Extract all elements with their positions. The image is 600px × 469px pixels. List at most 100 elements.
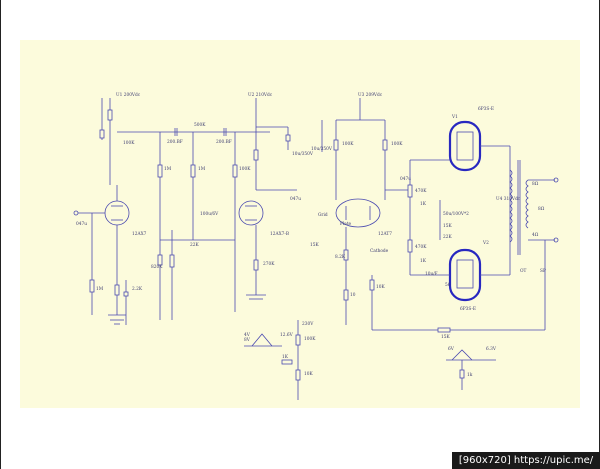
schematic-drawing: U1 200Vdc 100K 12AX7 047u 1M [73, 93, 559, 400]
tube3-label: 12AT7 [378, 232, 392, 237]
tube2-label: 12AX7-B [270, 232, 289, 237]
r-nfb [437, 327, 451, 333]
grid-label: Grid [318, 213, 328, 218]
reg2-1k: 1k [467, 373, 473, 378]
c-047-c: 047u [400, 177, 411, 182]
transformer-secondary [525, 179, 529, 229]
watermark-bar: [960x720] https://upic.me/ [452, 452, 600, 469]
c-50u: 50u/100V*2 [443, 212, 469, 217]
tube1-label: 12AX7 [132, 232, 147, 237]
reg-r-1k: 1K [282, 355, 289, 360]
watermark-size: [960x720] [458, 455, 511, 466]
r-820k: 820K [151, 265, 163, 270]
reg-8v: 8V [244, 338, 251, 343]
c-10u-b: 10u/F [425, 272, 438, 277]
pwr-tube-a-label: 6P3S-E [478, 107, 494, 112]
r-tail-b [343, 289, 349, 301]
spk-8: 8Ω [538, 207, 545, 212]
stage1: U1 200Vdc 100K 12AX7 047u 1M [73, 93, 147, 325]
u1-label: U1 200Vdc [116, 93, 141, 98]
c-couple-a: 200.BF [167, 140, 183, 145]
tone-network: 200.BF 200.BF 500K 1M 820K 1M 100u/6V [117, 123, 270, 320]
nfb-r: 15K [441, 335, 450, 340]
r-divider-3 [169, 254, 175, 268]
tube-1 [104, 200, 130, 226]
r-plate3b [382, 139, 388, 151]
resistor-plate1 [107, 109, 113, 121]
resistor-plate2 [253, 149, 259, 161]
r-1k-b: 1K [420, 259, 427, 264]
output-stage: 6P3S-E V1 V2 6P3S-E 1K 1K 50u/100V*2 15K… [371, 107, 559, 340]
input-jack[interactable] [73, 210, 79, 216]
pwr-tube-b-label: 6P3S-E [460, 307, 476, 312]
ot-label: OT [520, 269, 527, 274]
c-047-b: 047u [290, 197, 301, 202]
reg-r-1 [295, 334, 301, 346]
reg-r-3 [295, 369, 301, 381]
sp-label: SP [540, 269, 546, 274]
reg-230v: 230V [302, 322, 314, 327]
u4-label: U4 310Vdc [496, 197, 521, 202]
regulator-2: 6V 6.3V 1k [446, 347, 497, 390]
reg2-6v: 6V [448, 347, 455, 352]
reg-r-10k: 10K [304, 372, 313, 377]
plate-label: Plate [340, 222, 352, 227]
reg-r-100k: 100K [304, 337, 316, 342]
reg-2-body [451, 349, 473, 361]
r-divider-1 [157, 164, 163, 178]
r-divider-4 [190, 164, 196, 178]
c-10u-a: 10u/350V [311, 147, 333, 152]
tube-2 [238, 200, 264, 226]
transformer-primary [509, 169, 513, 243]
r-cathode-2 [253, 259, 259, 271]
capacitor-u1 [99, 129, 105, 139]
stage2: U2 210Vdc 10u/350V 12AX7-B 047u 270K [238, 93, 314, 300]
u2-label: U2 210Vdc [248, 93, 273, 98]
power-tube-1 [448, 120, 482, 172]
c-couple-b: 200.BF [216, 140, 232, 145]
r-feedback [369, 279, 375, 291]
out-terminal-0[interactable] [553, 237, 559, 243]
r-grid-pa [407, 184, 413, 198]
reg-r-2 [281, 359, 293, 365]
reg-12v: 12.6V [280, 333, 294, 338]
r-470k-a: 470K [415, 189, 427, 194]
stage3: U3 209Vdc 100K 100K 10u/350V 12AT7 Grid … [310, 93, 427, 325]
r-22k: 22K [190, 243, 199, 248]
c-bypass: 100u/6V [200, 212, 219, 217]
tube-elements-1 [456, 131, 474, 161]
r-1m-c: 1M [198, 167, 206, 172]
reg2-63v: 6.3V [486, 347, 497, 352]
tube-elements-2 [456, 259, 474, 289]
r-22k-b: 22K [443, 235, 452, 240]
out-terminal-8[interactable] [553, 177, 559, 183]
r-1m-grid: 1M [96, 287, 104, 292]
reg-1-body [251, 333, 273, 347]
power-tube-2 [448, 248, 482, 302]
watermark-url[interactable]: https://upic.me/ [513, 455, 594, 466]
r-divider-5 [232, 164, 238, 178]
left-border [0, 0, 1, 469]
r-270k: 270K [263, 262, 275, 267]
v2-label: V2 [482, 241, 489, 246]
r-grid-1 [89, 279, 95, 293]
c-cathode-1 [123, 291, 129, 297]
r-470k-b: 470K [415, 245, 427, 250]
r-cathode-1 [114, 284, 120, 296]
feedback-r: 15K [310, 243, 319, 248]
r-100k-a: 100K [123, 141, 135, 146]
regulator-1: 4V 8V 12.6V 230V 100K 1K 10K [244, 320, 316, 400]
r-plate3a [333, 139, 339, 151]
tube-3 [335, 198, 381, 228]
r-15k: 15K [443, 224, 452, 229]
r-100k-d: 100K [391, 142, 403, 147]
r-56: 56 [445, 283, 451, 288]
r-1m-b: 1M [164, 167, 172, 172]
c-100u: 10u/350V [292, 152, 314, 157]
r-1k-a: 1K [420, 202, 427, 207]
r-82k: 8.2K [335, 255, 346, 260]
v1-label: V1 [451, 115, 458, 120]
r-500k-pot: 500K [194, 123, 206, 128]
reg2-r [459, 369, 465, 379]
